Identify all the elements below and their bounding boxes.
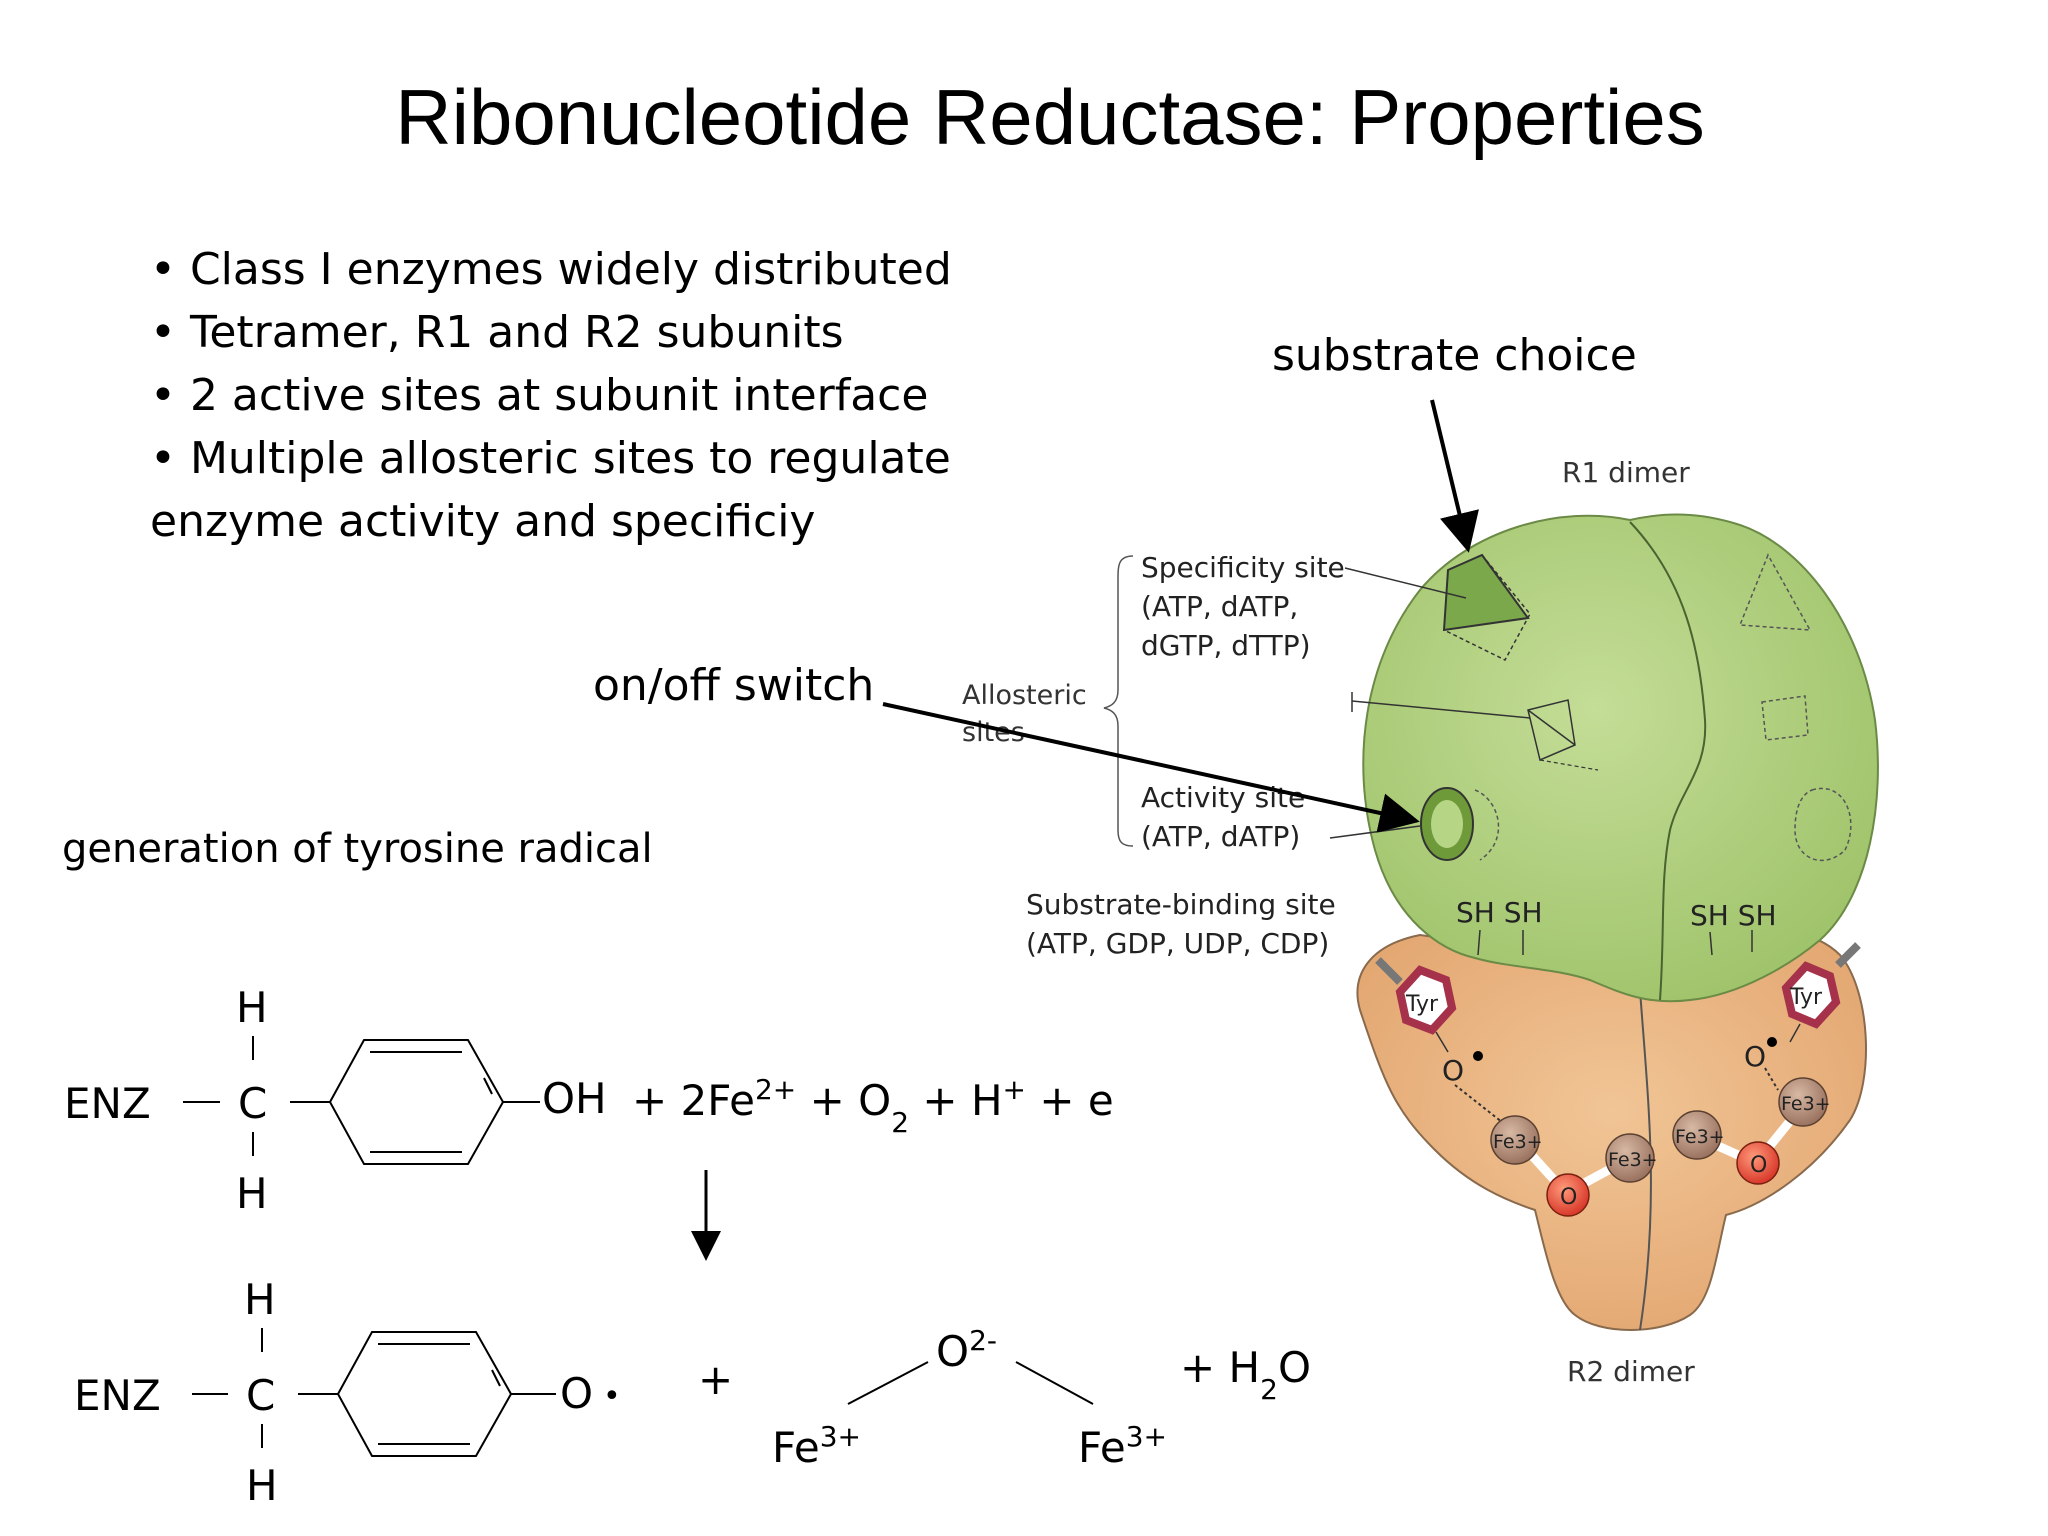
hydrogen-label: H [236, 1169, 268, 1218]
iron-label: Fe3+ [1078, 1420, 1167, 1473]
specificity-site-label: Specificity site (ATP, dATP, dGTP, dTTP) [1141, 551, 1354, 662]
diiron-center-left: Fe3+ Fe3+ O [1490, 1115, 1658, 1217]
iron-label: Fe3+ [772, 1420, 861, 1473]
svg-text:O: O [1744, 1040, 1766, 1073]
r2-dimer-label: R2 dimer [1567, 1355, 1695, 1388]
sh-label: SH SH [1690, 899, 1777, 932]
oxide-label: O2- [936, 1324, 997, 1377]
diiron-center-right: Fe3+ Fe3+ O [1672, 1077, 1831, 1185]
tyrosine-left: Tyr O [1375, 957, 1513, 1131]
tyrosine-right: Tyr O [1744, 942, 1861, 1091]
substrate-choice-arrow [1430, 399, 1479, 553]
svg-text:Fe3+: Fe3+ [1675, 1126, 1725, 1148]
bullet-item: • Multiple allosteric sites to regulate [150, 433, 951, 484]
hydroxyl-label: OH [542, 1074, 607, 1123]
carbon-label: C [246, 1371, 275, 1420]
bullet-item: • 2 active sites at subunit interface [150, 370, 929, 421]
bullet-item: enzyme activity and specificiy [150, 496, 816, 547]
oxygen-radical-label: O [560, 1369, 593, 1418]
r1-dimer-shape [1362, 513, 1879, 1003]
hydrogen-label: H [244, 1275, 276, 1324]
benzene-ring [336, 1331, 513, 1457]
bullet-item: • Tetramer, R1 and R2 subunits [150, 307, 844, 358]
activity-site-label: Activity site (ATP, dATP) [1141, 781, 1314, 853]
r1-dimer-label: R1 dimer [1562, 456, 1690, 489]
svg-text:O: O [1560, 1185, 1577, 1210]
allosteric-brace [1103, 555, 1134, 847]
bullet-item: • Class I enzymes widely distributed [150, 244, 952, 295]
slide-title: Ribonucleotide Reductase: Properties [395, 73, 1705, 161]
reaction-heading: generation of tyrosine radical [62, 826, 653, 872]
svg-text:Tyr: Tyr [1789, 985, 1823, 1010]
enz-label: ENZ [64, 1079, 151, 1128]
svg-text:O: O [1442, 1054, 1464, 1087]
substrate-choice-callout: substrate choice [1272, 330, 1637, 381]
svg-text:Fe3+: Fe3+ [1781, 1093, 1831, 1115]
radical-dot: • [603, 1379, 621, 1414]
sh-label: SH SH [1456, 896, 1543, 929]
benzene-ring [328, 1039, 505, 1165]
svg-text:Fe3+: Fe3+ [1608, 1149, 1658, 1171]
r1-divider [1629, 521, 1707, 1001]
substrate-binding-site-label: Substrate-binding site (ATP, GDP, UDP, C… [1026, 888, 1345, 960]
enz-label: ENZ [74, 1371, 161, 1420]
enzyme-figure: SH SH SH SH Tyr O Tyr O Fe3+ [882, 399, 1879, 1388]
r2-dimer-shape [1356, 929, 1868, 1331]
svg-text:O: O [1750, 1153, 1767, 1178]
cofactors-label: + 2Fe2+ + O2 + H+ + e [632, 1073, 1114, 1139]
hydrogen-label: H [236, 983, 268, 1032]
bullet-list: • Class I enzymes widely distributed • T… [150, 238, 952, 553]
on-off-switch-arrow [882, 702, 1420, 833]
on-off-switch-callout: on/off switch [593, 660, 875, 711]
svg-text:Tyr: Tyr [1405, 992, 1439, 1017]
reaction-scheme: ENZ C H H OH + 2Fe2+ + O2 + H+ + e ENZ C… [64, 983, 1311, 1510]
svg-text:Fe3+: Fe3+ [1493, 1131, 1543, 1153]
hydrogen-label: H [246, 1461, 278, 1510]
carbon-label: C [238, 1079, 267, 1128]
plus-sign: + [698, 1355, 733, 1404]
water-label: + H2O [1180, 1343, 1311, 1406]
